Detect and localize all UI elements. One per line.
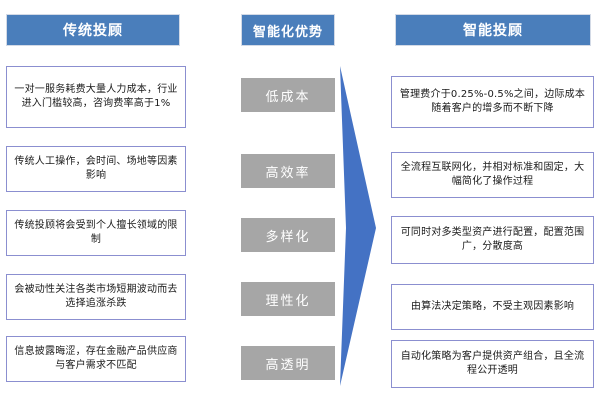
- text-box-right: 管理费介于0.25%-0.5%之间，边际成本随着客户的增多而不断下降: [391, 76, 594, 128]
- text-box-right: 自动化策略为客户提供资产组合，且全流程公开透明: [391, 340, 594, 388]
- right-item-label: 管理费介于0.25%-0.5%之间，边际成本随着客户的增多而不断下降: [399, 88, 586, 115]
- advantage-chip: 理性化: [241, 282, 335, 316]
- left-item-label: 一对一服务耗费大量人力成本，行业进入门槛较高，咨询费率高于1%: [14, 83, 178, 110]
- column-traditional-advisory: 一对一服务耗费大量人力成本，行业进入门槛较高，咨询费率高于1% 传统人工操作，会时…: [6, 0, 186, 400]
- left-item-label: 传统人工操作，会时间、场地等因素影响: [14, 155, 178, 182]
- right-item-label: 可同时对多类型资产进行配置，配置范围广，分散度高: [400, 226, 585, 253]
- right-arrow-icon: [340, 66, 376, 386]
- right-item-label: 由算法决定策略，不受主观因素影响: [410, 300, 575, 312]
- header-robo-advisory: 智能投顾: [395, 14, 591, 46]
- advantage-chip: 低成本: [241, 78, 335, 112]
- left-item-label: 信息披露晦涩，存在金融产品供应商与客户需求不匹配: [14, 345, 178, 372]
- left-item-label: 会被动性关注各类市场短期波动而去选择追涨杀跌: [14, 283, 178, 310]
- header-traditional-advisory: 传统投顾: [6, 14, 180, 46]
- left-item-label: 传统投顾将会受到个人擅长领域的限制: [14, 219, 178, 246]
- advantage-chip: 多样化: [241, 218, 335, 252]
- right-item-label: 自动化策略为客户提供资产组合，且全流程公开透明: [400, 350, 585, 377]
- text-box-right: 由算法决定策略，不受主观因素影响: [391, 284, 594, 330]
- header-intelligent-advantages: 智能化优势: [241, 14, 335, 46]
- text-box-left: 传统投顾将会受到个人擅长领域的限制: [6, 210, 186, 256]
- text-box-right: 可同时对多类型资产进行配置，配置范围广，分散度高: [391, 216, 594, 264]
- text-box-left: 信息披露晦涩，存在金融产品供应商与客户需求不匹配: [6, 336, 186, 382]
- column-robo-advisory: 管理费介于0.25%-0.5%之间，边际成本随着客户的增多而不断下降全流程互联网…: [391, 0, 594, 400]
- text-box-left: 一对一服务耗费大量人力成本，行业进入门槛较高，咨询费率高于1%: [6, 66, 186, 128]
- text-box-left: 会被动性关注各类市场短期波动而去选择追涨杀跌: [6, 274, 186, 320]
- text-box-right: 全流程互联网化，并相对标准和固定，大幅简化了操作过程: [391, 152, 594, 198]
- advantage-chip: 高效率: [241, 154, 335, 188]
- right-item-label: 全流程互联网化，并相对标准和固定，大幅简化了操作过程: [400, 161, 585, 188]
- text-box-left: 传统人工操作，会时间、场地等因素影响: [6, 146, 186, 192]
- advantage-chip: 高透明: [241, 346, 335, 380]
